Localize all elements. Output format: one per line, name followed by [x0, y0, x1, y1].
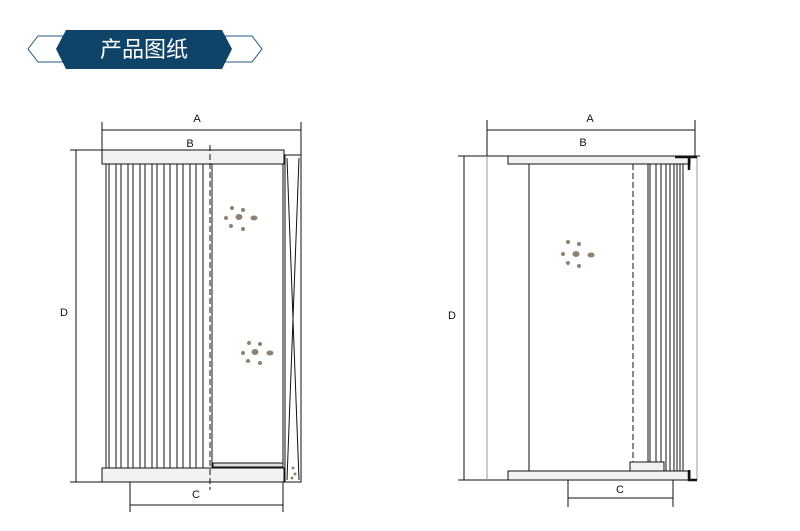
dimension-a-label: A	[193, 113, 201, 125]
header-title: 产品图纸	[100, 38, 188, 63]
dimension-a-label: A	[586, 113, 594, 125]
section-header: 产品图纸	[27, 30, 263, 69]
header-outline	[27, 35, 263, 63]
dimension-d-label: D	[448, 310, 456, 322]
dimension-b-label: B	[186, 138, 193, 150]
particle-dots	[224, 206, 595, 480]
dimension-c-label: C	[616, 484, 624, 496]
dimension-c-label: C	[192, 489, 200, 501]
left-filter-drawing: A B C D	[60, 113, 302, 512]
dimension-b-label: B	[579, 137, 586, 149]
right-filter-drawing: A B C D	[448, 113, 700, 507]
header-banner	[56, 30, 232, 69]
dimension-d-label: D	[60, 307, 68, 319]
